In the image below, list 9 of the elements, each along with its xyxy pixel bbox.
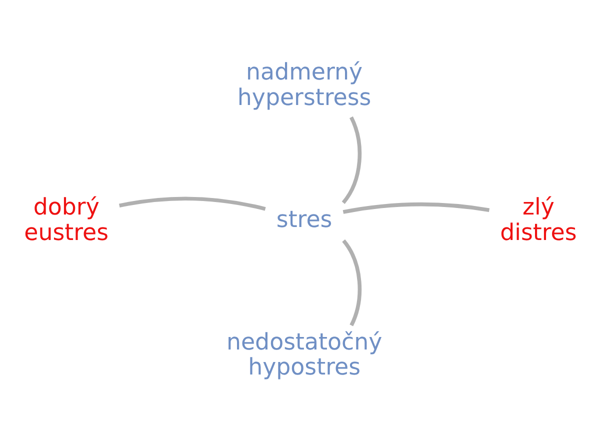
node-text: nedostatočný hypostres	[226, 328, 382, 380]
connector	[342, 202, 490, 214]
node-text: dobrý eustres	[24, 194, 109, 246]
connector	[119, 196, 266, 210]
node-text: zlý distres	[500, 194, 577, 246]
connector	[342, 116, 362, 204]
node-text: nadmerný hyperstress	[237, 59, 372, 110]
connector	[342, 238, 362, 326]
node-text: stres	[276, 206, 332, 233]
